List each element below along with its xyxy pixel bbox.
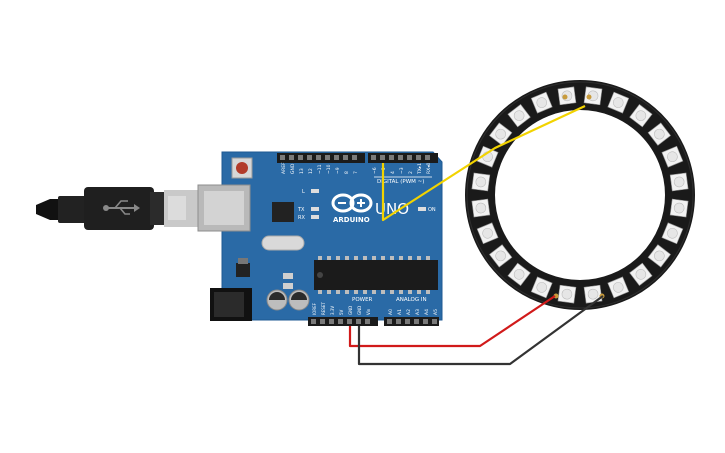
neopixel-led[interactable] [629, 262, 653, 286]
status-leds: L TX RX ON [297, 189, 436, 221]
led-rx-label: RX [298, 215, 305, 221]
digital-pin-label: 7 [353, 171, 359, 174]
power-pin-label: 5V [339, 309, 344, 315]
neopixel-led[interactable] [530, 91, 553, 114]
digital-pin-label: ~10 [326, 164, 332, 174]
neopixel-led[interactable] [530, 276, 553, 299]
digital-pin-label: 13 [299, 168, 305, 174]
neopixel-led[interactable] [669, 198, 689, 218]
neopixel-led[interactable] [476, 222, 499, 245]
digital-pin-label: TX▸1 [417, 163, 423, 175]
analog-header [384, 317, 439, 326]
digital-pin-label: ~3 [399, 167, 405, 174]
analog-header-label: ANALOG IN [396, 297, 427, 303]
digital-pin-label: 12 [308, 168, 314, 174]
digital-pin-label: RX◂0 [426, 163, 432, 174]
arduino-logo-icon [331, 193, 373, 213]
ring-pixels [471, 86, 689, 304]
brand-label: ARDUINO [333, 216, 370, 224]
neopixel-led[interactable] [557, 284, 577, 304]
voltage-regulator [236, 263, 250, 277]
digital-pin-label: ~11 [317, 164, 323, 174]
ground-wire[interactable] [357, 295, 604, 366]
neopixel-led[interactable] [661, 145, 684, 168]
power-header [308, 317, 378, 326]
neopixel-led[interactable] [507, 104, 531, 128]
atmega-microcontroller [314, 256, 438, 294]
power-header-label: POWER [352, 297, 373, 303]
usb-controller-chip [272, 202, 294, 222]
neopixel-led[interactable] [607, 276, 630, 299]
led-on-label: ON [428, 207, 436, 213]
led-tx-label: TX [297, 207, 305, 213]
power-pin-label: RESET [321, 302, 326, 315]
digital-pin-label: GND [290, 163, 296, 174]
neopixel-led[interactable] [629, 104, 653, 128]
ring-pads [553, 94, 605, 299]
neopixel-led[interactable] [489, 244, 513, 268]
power-pin-label: 3.3V [330, 306, 335, 315]
usb-cable[interactable] [36, 187, 198, 230]
neopixel-led[interactable] [489, 122, 513, 146]
digital-header [277, 153, 438, 163]
signal-wire[interactable] [381, 105, 586, 222]
neopixel-led[interactable] [471, 172, 491, 192]
neopixel-led[interactable] [647, 244, 671, 268]
led-l-label: L [302, 189, 305, 195]
power-pin-label: GND [348, 306, 353, 315]
digital-pin-label: ~9 [335, 167, 341, 174]
crystal-oscillator [261, 235, 305, 251]
analog-pin-label: A2 [406, 309, 412, 315]
analog-pin-label: A5 [433, 309, 439, 315]
power-5v-wire[interactable] [348, 295, 556, 348]
digital-pin-label: ~6 [372, 167, 378, 174]
power-pin-label: GND [357, 306, 362, 315]
neopixel-led[interactable] [471, 198, 491, 218]
usb-icon [103, 200, 140, 215]
neopixel-led[interactable] [669, 172, 689, 192]
analog-pin-label: A3 [415, 309, 421, 315]
power-pin-label: IOREF [312, 302, 317, 315]
neopixel-led[interactable] [507, 262, 531, 286]
neopixel-led[interactable] [583, 86, 603, 106]
capacitors [266, 289, 310, 311]
reset-button[interactable] [231, 157, 253, 179]
digital-pin-label: AREF [281, 162, 287, 174]
power-pin-label: Vin [366, 308, 371, 315]
digital-header-label: DIGITAL (PWM ~) [377, 179, 424, 185]
analog-pin-label: A0 [388, 309, 394, 315]
neopixel-led[interactable] [661, 222, 684, 245]
neopixel-led[interactable] [583, 284, 603, 304]
analog-pin-label: A1 [397, 309, 403, 315]
neopixel-led[interactable] [607, 91, 630, 114]
neopixel-led[interactable] [647, 122, 671, 146]
digital-pin-label: 2 [408, 171, 414, 174]
neopixel-ring[interactable] [465, 80, 695, 310]
analog-pin-label: A4 [424, 309, 430, 315]
digital-pin-label: 4 [390, 171, 396, 174]
digital-pin-label: 8 [344, 171, 350, 174]
